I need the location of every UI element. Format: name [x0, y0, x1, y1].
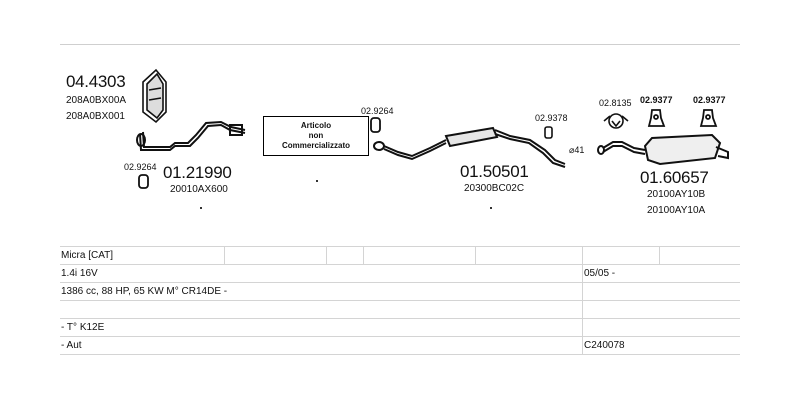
not-sold-line-2: non: [308, 131, 324, 140]
info-cell: 05/05 -: [582, 264, 740, 283]
info-cell: [659, 246, 740, 265]
info-cell: [582, 300, 740, 319]
center-silencer-drawing[interactable]: [373, 126, 566, 168]
mark-dot: [490, 207, 492, 209]
front-pipe-code: 01.21990: [163, 163, 232, 182]
rear-silencer-ref-1: 20100AY10B: [647, 189, 706, 200]
catalyst-ref-2: 208A0BX001: [66, 111, 125, 122]
not-sold-line-3: Commercializzato: [281, 141, 351, 150]
table-row: [60, 300, 740, 319]
vehicle-info-table: Micra [CAT] 1.4i 16V 05/05 - 1386 cc, 88…: [60, 246, 740, 355]
table-row: 1.4i 16V 05/05 -: [60, 264, 740, 283]
diameter-mark: ⌀41: [569, 145, 585, 155]
clamp-center-code: 02.9378: [535, 113, 568, 123]
info-cell: [60, 300, 583, 319]
center-silencer-code: 01.50501: [460, 162, 529, 181]
gasket-rear-code: 02.8135: [599, 98, 632, 108]
info-cell: [582, 318, 740, 337]
info-cell: 1.4i 16V: [60, 264, 583, 283]
rear-silencer-drawing[interactable]: [597, 133, 729, 166]
gasket-center-drawing[interactable]: [370, 117, 381, 133]
info-cell: [224, 246, 327, 265]
table-row: 1386 cc, 88 HP, 65 KW M° CR14DE -: [60, 282, 740, 301]
rubber-1-code: 02.9377: [640, 95, 673, 105]
info-cell: - Aut: [60, 336, 583, 355]
gasket-center-code: 02.9264: [361, 106, 394, 116]
gasket-front-drawing[interactable]: [138, 174, 149, 189]
mark-dot: [200, 207, 202, 209]
rubber-2-drawing[interactable]: [699, 109, 718, 127]
catalyst-drawing[interactable]: [142, 68, 167, 124]
table-row: - T° K12E: [60, 318, 740, 337]
info-cell: C240078: [582, 336, 740, 355]
rear-silencer-code: 01.60657: [640, 168, 709, 187]
top-rule: [60, 44, 740, 45]
catalyst-ref-1: 208A0BX00A: [66, 95, 127, 106]
not-sold-line-1: Articolo: [300, 121, 332, 130]
info-cell: [326, 246, 364, 265]
table-row: Micra [CAT]: [60, 246, 740, 265]
info-cell: [363, 246, 476, 265]
exhaust-diagram: [136, 68, 729, 189]
info-cell: - T° K12E: [60, 318, 583, 337]
front-pipe-drawing[interactable]: [136, 120, 246, 151]
info-cell: Micra [CAT]: [60, 246, 225, 265]
clamp-center-drawing[interactable]: [544, 126, 553, 139]
rear-silencer-ref-2: 20100AY10A: [647, 205, 706, 216]
info-cell: [475, 246, 583, 265]
catalyst-code: 04.4303: [66, 72, 126, 91]
rubber-2-code: 02.9377: [693, 95, 726, 105]
rubber-1-drawing[interactable]: [647, 109, 666, 127]
front-pipe-ref: 20010AX600: [170, 184, 228, 195]
not-sold-note: Articolo non Commercializzato: [263, 116, 369, 156]
gasket-front-code: 02.9264: [124, 162, 157, 172]
gasket-rear-drawing[interactable]: [603, 113, 629, 129]
info-cell: 1386 cc, 88 HP, 65 KW M° CR14DE -: [60, 282, 583, 301]
center-silencer-ref: 20300BC02C: [464, 183, 525, 194]
mark-dot: [316, 180, 318, 182]
table-row: - Aut C240078: [60, 336, 740, 355]
info-cell: [582, 282, 740, 301]
info-cell: [582, 246, 660, 265]
